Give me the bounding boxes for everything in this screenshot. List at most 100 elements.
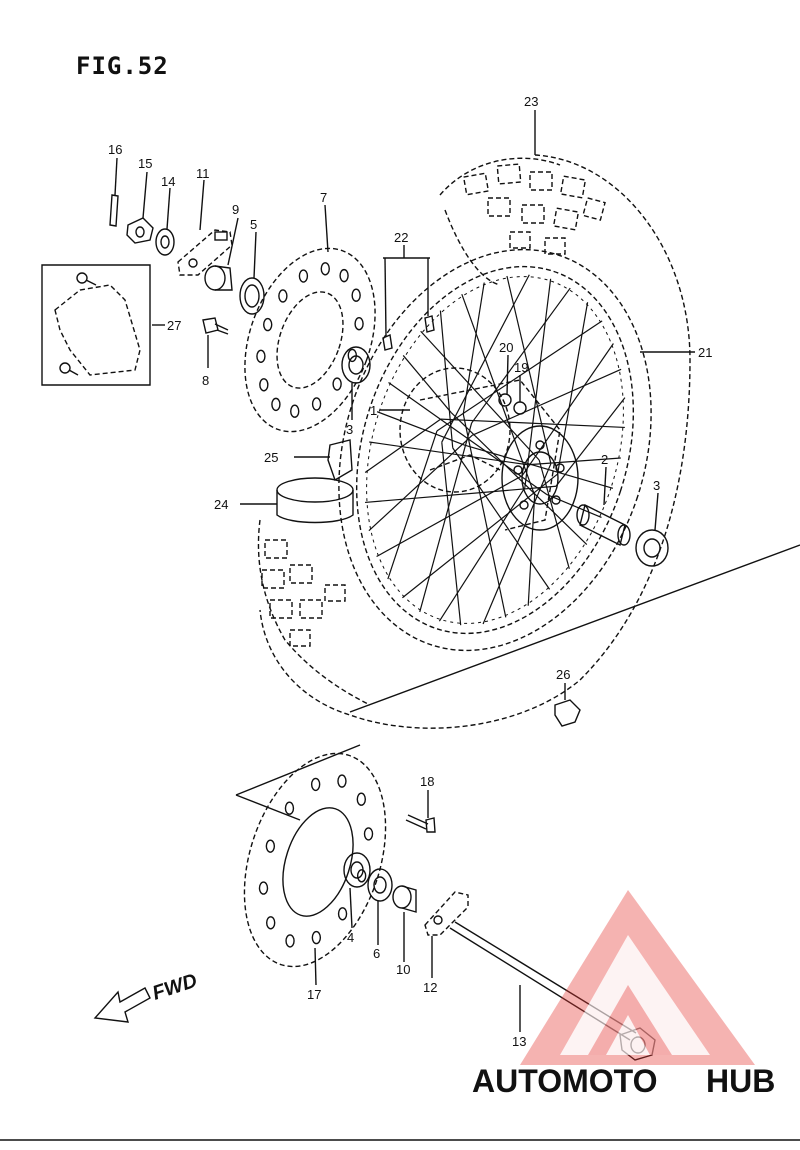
spoke	[440, 418, 625, 429]
spoke	[369, 441, 528, 466]
callout-6: 6	[373, 946, 380, 961]
callout-25: 25	[264, 450, 278, 465]
oil-seal-6	[367, 868, 393, 902]
sprocket-hole	[265, 839, 276, 853]
disc-hole	[271, 397, 281, 412]
disc-hole	[298, 269, 309, 283]
spoke	[527, 457, 621, 466]
spoke	[527, 495, 536, 606]
spoke	[387, 430, 438, 580]
callout-20: 20	[499, 340, 513, 355]
spoke	[521, 343, 614, 477]
wheel-spokes	[364, 274, 626, 626]
spoke	[420, 330, 540, 461]
callout-9: 9	[232, 202, 239, 217]
spoke	[464, 444, 614, 489]
callout-3-right: 3	[653, 478, 660, 493]
callout-3-left: 3	[346, 422, 353, 437]
disc-hole	[347, 348, 357, 363]
bearing-3-right	[635, 529, 669, 567]
disc-hole	[320, 262, 330, 276]
watermark-brand-a: AUTOMOTO	[472, 1063, 657, 1099]
callout-16: 16	[108, 142, 122, 157]
spoke	[441, 442, 462, 626]
disc-hole	[290, 404, 300, 418]
chain-adjuster-11	[177, 229, 233, 276]
spoke	[402, 355, 452, 413]
callout-labels: 23 16 15 14 11 9 5 7 22 27 8 20 19 21 1 …	[108, 94, 712, 1049]
spoke	[388, 382, 548, 496]
section-divider	[235, 544, 800, 821]
callout-2: 2	[601, 452, 608, 467]
spoke	[364, 418, 442, 474]
sprocket-hole	[265, 916, 276, 930]
callout-10: 10	[396, 962, 410, 977]
valve-22	[382, 315, 435, 351]
spacer-2	[576, 503, 631, 547]
fwd-arrow	[93, 987, 151, 1023]
callout-17: 17	[307, 987, 321, 1002]
spoke	[471, 368, 622, 436]
fwd-label: FWD	[150, 970, 200, 1005]
watermark-brand-b: HUB	[706, 1063, 775, 1099]
rim-lock-parts	[498, 393, 527, 415]
spoke	[471, 287, 571, 424]
brake-disc-7	[244, 247, 376, 433]
disc-hole	[278, 289, 288, 303]
sprocket-17	[243, 752, 387, 968]
spoke	[402, 473, 558, 599]
callout-4: 4	[347, 930, 354, 945]
leader-lines	[114, 110, 695, 1032]
spoke	[524, 278, 552, 488]
spoke	[555, 397, 626, 487]
bolt-8	[202, 317, 229, 335]
spoke	[462, 282, 485, 415]
spoke	[365, 485, 557, 504]
sprocket-hole	[285, 934, 295, 948]
callout-1: 1	[370, 403, 377, 418]
sprocket-hole	[337, 774, 347, 788]
sprocket-hole	[311, 930, 322, 945]
disc-hole	[259, 378, 269, 392]
spoke	[482, 463, 552, 625]
disc-hole	[332, 377, 342, 391]
sprocket-hole	[356, 869, 367, 883]
bolt-18	[405, 814, 436, 833]
disc-hole	[311, 397, 322, 411]
spoke	[546, 494, 602, 519]
wheel-hub	[399, 367, 579, 531]
chain-adjuster-12	[424, 891, 469, 936]
callout-24: 24	[214, 497, 228, 512]
rim-band-24	[276, 477, 354, 524]
nut-15	[126, 217, 154, 244]
disc-hole	[263, 317, 273, 332]
spoke	[556, 302, 589, 475]
disc-hole	[256, 349, 266, 364]
spacer-9	[204, 265, 233, 291]
disc-hole	[354, 316, 364, 331]
sprocket-hole	[310, 777, 321, 792]
callout-13: 13	[512, 1034, 526, 1049]
callout-18: 18	[420, 774, 434, 789]
callout-5: 5	[250, 217, 257, 232]
callout-15: 15	[138, 156, 152, 171]
cotter-pin-16	[109, 194, 119, 227]
tire-outline	[257, 154, 691, 729]
callout-23: 23	[524, 94, 538, 109]
sprocket-hole	[337, 907, 348, 921]
callout-11: 11	[196, 166, 210, 181]
bearing-4	[343, 852, 371, 888]
figure-title: FIG.52	[76, 52, 169, 80]
disc-hole	[351, 288, 361, 302]
callout-19: 19	[514, 360, 528, 375]
callout-27: 27	[167, 318, 181, 333]
disc-cover-27	[41, 264, 151, 386]
callout-21: 21	[698, 345, 712, 360]
disc-hole	[339, 268, 349, 283]
callout-12: 12	[423, 980, 437, 995]
sprocket-hole	[356, 792, 367, 806]
washer-14	[155, 228, 175, 256]
spoke	[461, 294, 536, 496]
